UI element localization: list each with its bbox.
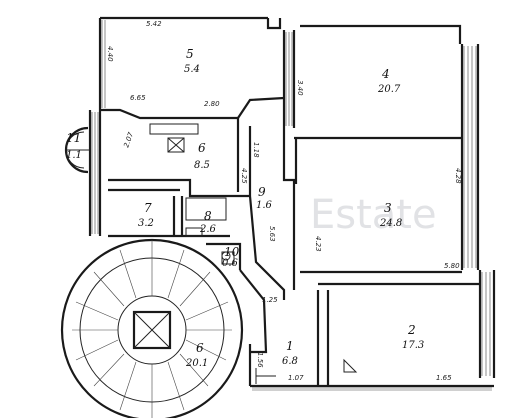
- dim-corridor-length: 5.63: [268, 226, 276, 242]
- dim-corridor-top: 3.40: [296, 80, 304, 96]
- room-6-number: 6: [198, 141, 206, 155]
- stove-icon: [167, 137, 185, 153]
- dim-room3-left: 4.23: [314, 236, 322, 252]
- room-1-number: 1: [286, 339, 294, 353]
- door-swing: [343, 358, 358, 373]
- room-3-number: 3: [384, 201, 392, 215]
- exterior-walls: [98, 16, 496, 388]
- window-hatching: [91, 20, 492, 391]
- bay-room-11: [64, 126, 90, 174]
- room-9-number: 9: [258, 185, 266, 199]
- room-4-number: 4: [381, 67, 390, 81]
- room-5-area: 5.4: [184, 64, 200, 75]
- dim-room2-bottom: 1.65: [436, 374, 452, 382]
- bathtub-icon: [185, 197, 227, 221]
- dim-room1-bottom: 1.07: [288, 374, 304, 382]
- room-8-number: 8: [204, 209, 212, 223]
- room-11-area: 1.1: [66, 150, 82, 161]
- watermark-text: Estate: [310, 192, 437, 238]
- room-10-number: 10: [224, 245, 240, 259]
- kitchen-counter: [149, 123, 199, 135]
- room-8-area: 2.6: [199, 224, 217, 235]
- room-2-number: 2: [407, 323, 416, 337]
- dim-bath-right: 4.25: [240, 168, 248, 184]
- dim-kitchen-top: 6.65: [130, 94, 146, 102]
- dim-room1-left: 1.56: [256, 352, 264, 368]
- room-3-area: 24.8: [379, 218, 402, 229]
- spiral-staircase: [60, 238, 244, 418]
- room-labels: 5 5.4 4 20.7 11 1.1 6 8.5 3 24.8 9 1.6 7…: [66, 47, 424, 369]
- room-10-area: 0.6: [222, 258, 239, 269]
- dim-top-room5: 5.42: [146, 20, 162, 28]
- room-7-number: 7: [144, 201, 152, 215]
- room-1-area: 6.8: [282, 356, 298, 367]
- room-stair-area: 20.1: [185, 358, 208, 369]
- dimension-labels: 5.42 4.40 3.40 2.80 6.65 1.18 2.07 4.25 …: [106, 20, 462, 382]
- room-11-number: 11: [66, 131, 81, 145]
- room-stair-number: 6: [196, 341, 204, 355]
- dim-kitchen-left: 2.07: [122, 131, 135, 149]
- room-7-area: 3.2: [138, 218, 154, 229]
- fixtures: [149, 123, 358, 384]
- interior-walls: [88, 30, 480, 386]
- room-2-area: 17.3: [402, 340, 424, 351]
- room-4-area: 20.7: [377, 84, 401, 95]
- dim-room3-bottom: 5.80: [444, 262, 460, 270]
- sink-icon: [185, 227, 203, 237]
- dim-left-room5: 4.40: [106, 46, 114, 62]
- dim-room3-right: 4.28: [454, 168, 462, 184]
- dim-kitchen-right: 1.18: [252, 142, 260, 158]
- dim-room5-bottom: 2.80: [204, 100, 220, 108]
- room-9-area: 1.6: [256, 200, 273, 211]
- dim-corridor-width: 1.25: [262, 296, 278, 304]
- room-5-number: 5: [186, 47, 194, 61]
- room-6-area: 8.5: [194, 160, 210, 171]
